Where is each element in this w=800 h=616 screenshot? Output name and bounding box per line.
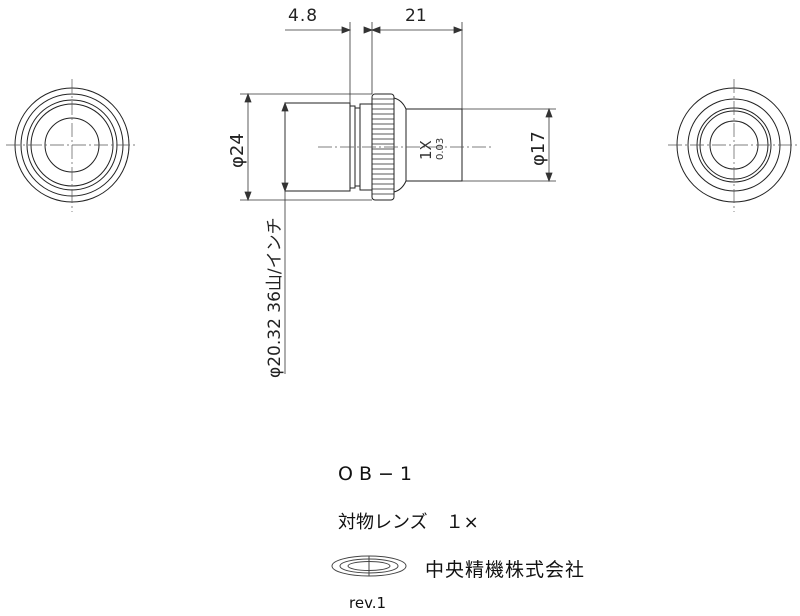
front-diameter-dimension-lines <box>462 107 556 183</box>
outer-diameter-dimension-lines <box>240 92 372 202</box>
thread-diameter-dimension-lines <box>281 101 289 374</box>
dimension-length-label: 21 <box>405 6 427 26</box>
left-end-view <box>6 79 138 212</box>
dimension-outer-diameter-label: φ24 <box>227 133 248 168</box>
dimension-front-diameter-label: φ17 <box>528 131 549 166</box>
dimension-offset-label: 4.8 <box>288 6 318 26</box>
side-view <box>284 93 492 201</box>
lens-na-mark: 0.03 <box>435 138 446 160</box>
knurl-lines <box>372 98 394 195</box>
top-dimension-lines <box>285 22 464 109</box>
dimension-thread-label: φ20.32 36山/インチ <box>265 217 285 378</box>
lens-magnification-mark: 1X <box>417 140 435 160</box>
right-end-view <box>668 79 800 212</box>
